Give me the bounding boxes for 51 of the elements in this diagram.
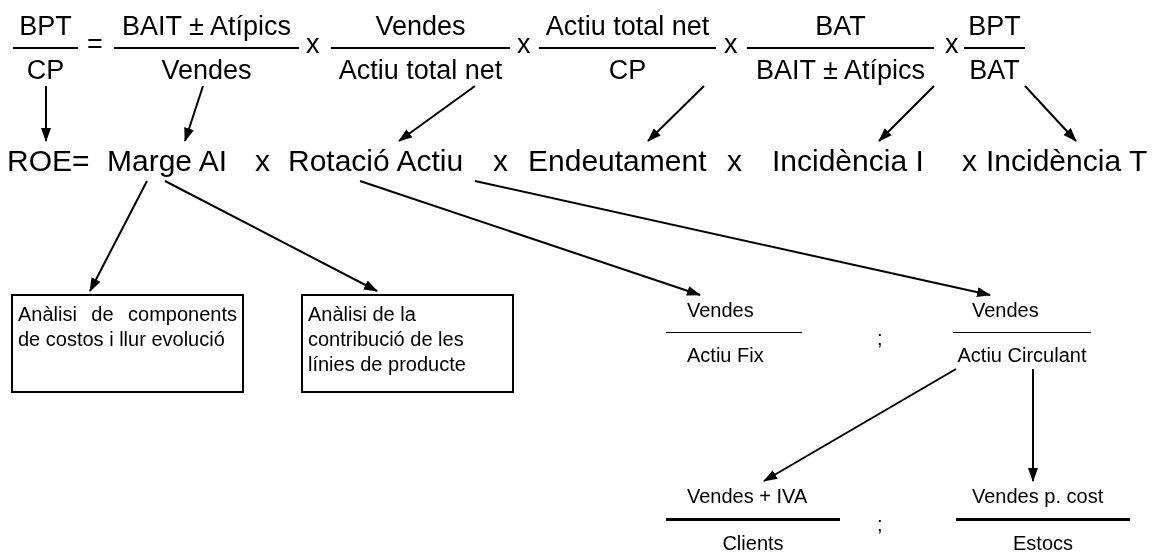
numerator-text: Vendes <box>374 10 467 42</box>
term-text: Incidència T <box>986 143 1148 179</box>
numerator-text: Vendes <box>971 298 1040 322</box>
arrow <box>359 180 701 296</box>
denominator-text: Clients <box>721 531 785 555</box>
numerator-text: Vendes p. cost <box>971 484 1105 508</box>
denominator-text: Actiu Circulant <box>956 343 1088 367</box>
multiply-sign: x <box>724 28 738 60</box>
multiply-sign: x <box>727 143 742 179</box>
multiply-sign: x <box>962 143 977 179</box>
arrow <box>164 180 378 292</box>
term-text: Incidència I <box>772 143 924 179</box>
term-text: Endeutament <box>528 143 707 179</box>
numerator-text: Actiu total net <box>544 10 711 42</box>
numerator-text: BAIT ± Atípics <box>121 10 292 42</box>
numerator-text: BPT <box>18 10 73 42</box>
numerator-text: BPT <box>967 10 1022 42</box>
arrow <box>647 85 705 142</box>
multiply-sign: x <box>306 28 320 60</box>
arrow <box>41 85 51 142</box>
term-text: ROE= <box>7 143 90 179</box>
term-text: Marge AI <box>107 143 228 179</box>
analysis-box: Anàlisi de components de costos i llur evolució <box>11 294 244 393</box>
separator-text: ; <box>877 512 883 536</box>
term-text: Rotació Actiu <box>288 143 464 179</box>
separator-text: ; <box>877 326 883 350</box>
analysis-box: Anàlisi de la contribució de les línies de producte <box>301 294 514 393</box>
multiply-sign: x <box>517 28 531 60</box>
denominator-text: Vendes <box>160 54 253 86</box>
arrow <box>763 368 957 482</box>
denominator-text: CP <box>607 54 648 86</box>
denominator-text: Actiu total net <box>337 54 504 86</box>
denominator-text: Actiu Fix <box>686 343 765 367</box>
equals-sign: = <box>87 28 103 60</box>
arrow <box>1028 368 1038 482</box>
denominator-text: BAIT ± Atípics <box>755 54 926 86</box>
numerator-text: Vendes + IVA <box>686 484 809 508</box>
multiply-sign: x <box>945 28 959 60</box>
denominator-text: BAT <box>968 54 1021 86</box>
arrow <box>89 180 148 292</box>
arrow <box>398 85 476 142</box>
arrow <box>184 85 204 142</box>
multiply-sign: x <box>493 143 508 179</box>
arrow <box>474 180 991 298</box>
multiply-sign: x <box>255 143 270 179</box>
arrow <box>1024 85 1077 142</box>
denominator-text: CP <box>25 54 66 86</box>
denominator-text: Estocs <box>1012 531 1074 555</box>
numerator-text: BAT <box>814 10 867 42</box>
arrow <box>878 85 935 142</box>
numerator-text: Vendes <box>686 298 755 322</box>
